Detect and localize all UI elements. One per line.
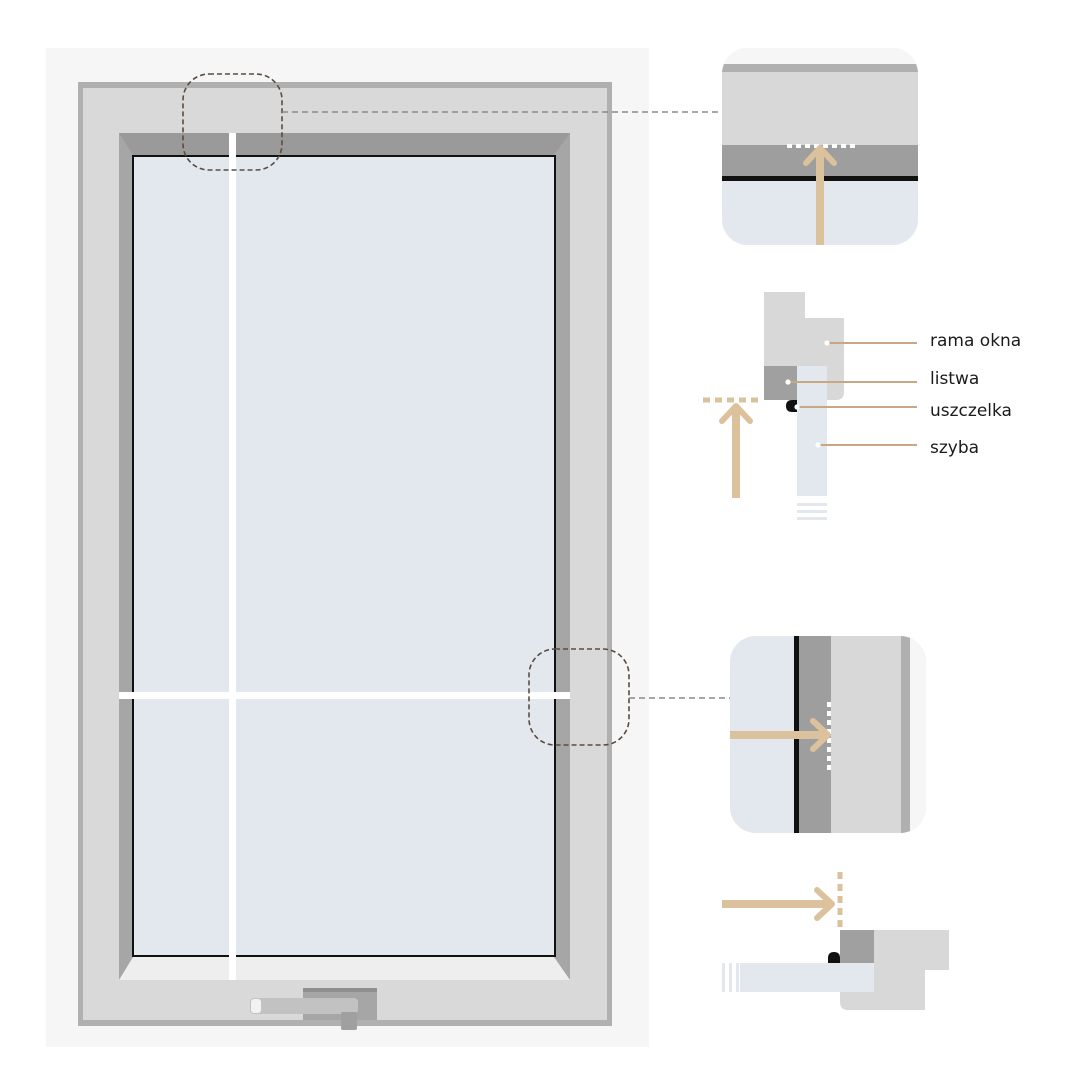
label-frame: rama okna <box>930 331 1021 351</box>
glass-section-h <box>740 963 874 992</box>
label-glass: szyba <box>930 438 979 458</box>
bead-section-h <box>840 930 874 963</box>
seal-section-h <box>828 952 840 963</box>
arrow-up-icon <box>803 145 837 245</box>
callout-top <box>182 73 722 171</box>
window-illustration <box>46 48 649 1047</box>
seal-section <box>786 400 797 412</box>
callout-side <box>528 648 730 746</box>
label-bead: listwa <box>930 369 979 389</box>
bead-top <box>119 133 570 155</box>
arrow-right-icon <box>730 718 831 752</box>
bead-bottom <box>119 957 570 980</box>
zoom-side-edge <box>730 636 926 833</box>
arrow-up-icon <box>719 403 753 498</box>
arrow-right-icon <box>722 887 835 921</box>
zoom-top-edge <box>722 48 918 245</box>
cross-section-horizontal <box>722 872 949 1010</box>
label-seal: uszczelka <box>930 401 1012 421</box>
glass-pane <box>132 155 556 957</box>
handle-icon <box>250 988 377 1030</box>
cross-section-vertical: rama okna listwa uszczelka szyba <box>703 292 1021 520</box>
vertical-muntin <box>229 133 236 980</box>
horizontal-muntin <box>119 692 570 699</box>
glass-section <box>797 366 827 496</box>
